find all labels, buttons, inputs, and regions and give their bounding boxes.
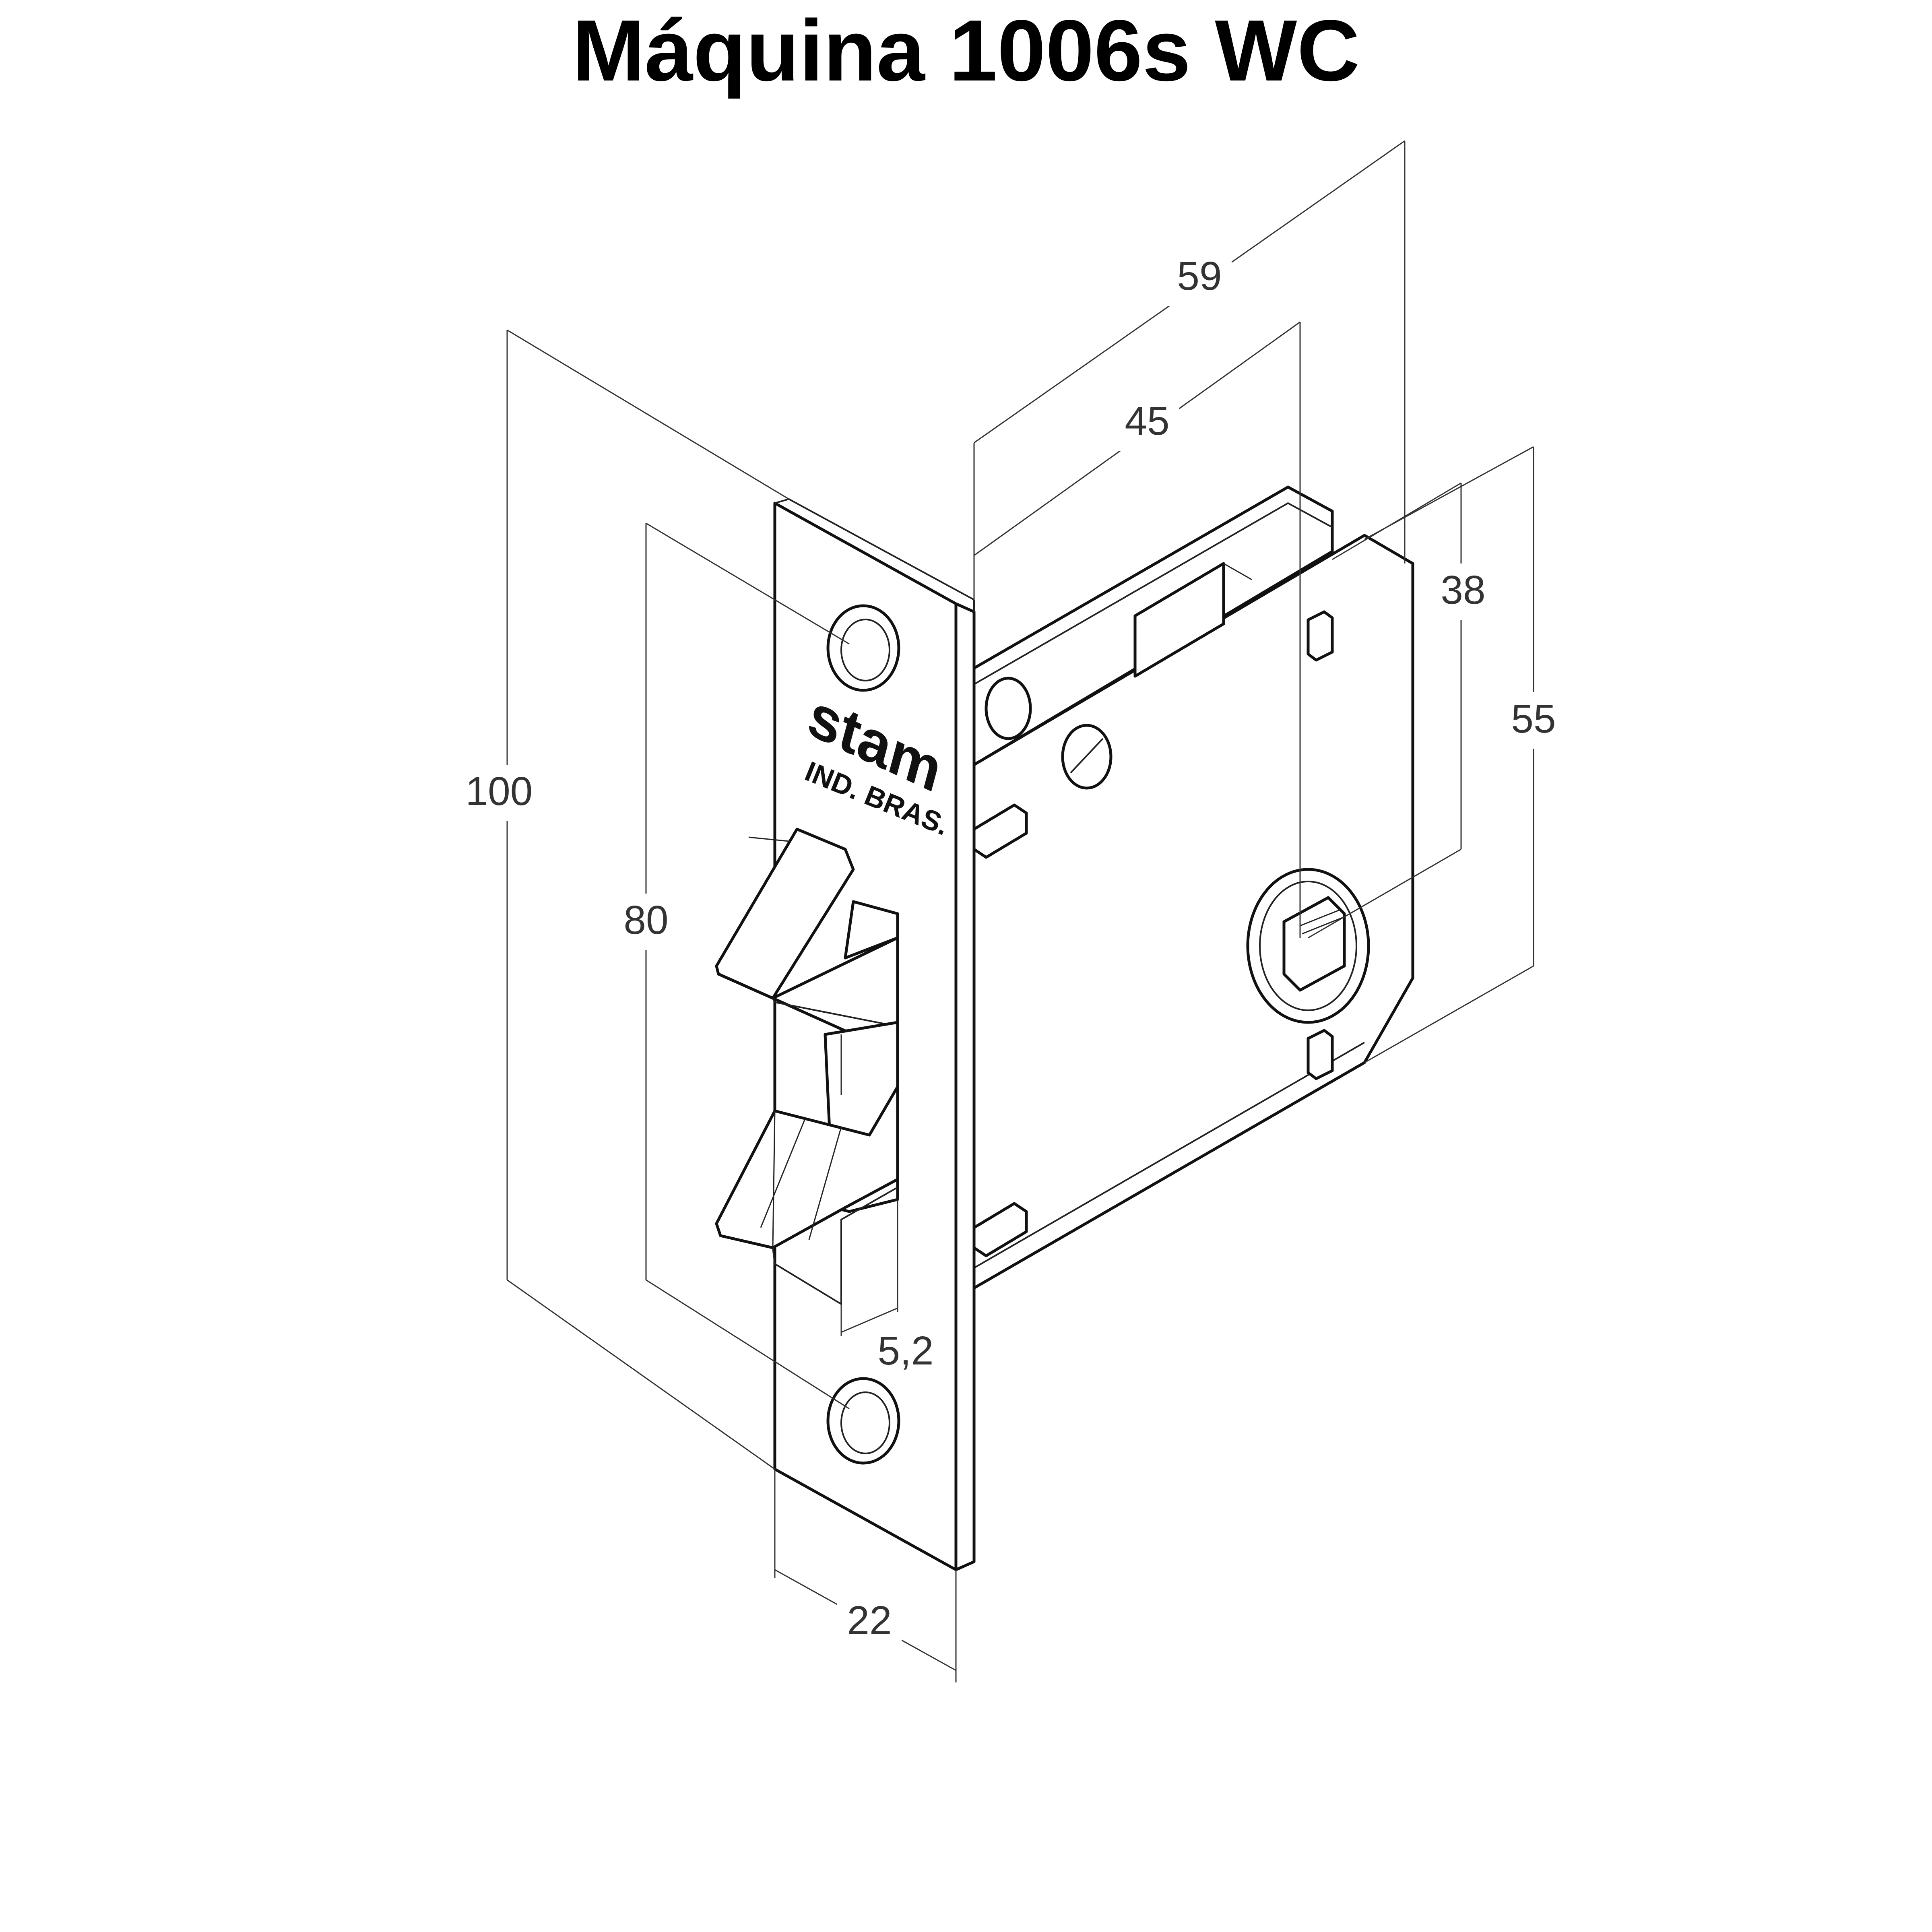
case-rail-edge: [974, 502, 1333, 685]
screw-hole-bottom-icon: [826, 1377, 900, 1465]
dim-label-80: 80: [623, 898, 668, 943]
screw-hole-top-icon: [826, 604, 900, 692]
latch-lower: [715, 1021, 899, 1306]
dim-label-38: 38: [1441, 568, 1485, 613]
dim-label-45: 45: [1125, 398, 1169, 444]
faceplate-edge: [954, 602, 976, 1571]
dim-label-100: 100: [466, 769, 533, 814]
page-title: Máquina 1006s WC: [572, 2, 1360, 99]
lock-case: [972, 485, 1414, 1290]
hub-square-icon: [1246, 868, 1370, 1024]
dim-label-22: 22: [847, 1598, 892, 1643]
case-top-cutout: [1133, 562, 1225, 678]
case-tabs: [972, 610, 1334, 1257]
dim-label-59: 59: [1177, 254, 1222, 299]
dimension-lines: [506, 140, 1534, 1682]
dim-label-5-2: 5,2: [877, 1328, 933, 1373]
dim-label-55: 55: [1511, 696, 1556, 741]
case-hole-top: [985, 677, 1032, 740]
